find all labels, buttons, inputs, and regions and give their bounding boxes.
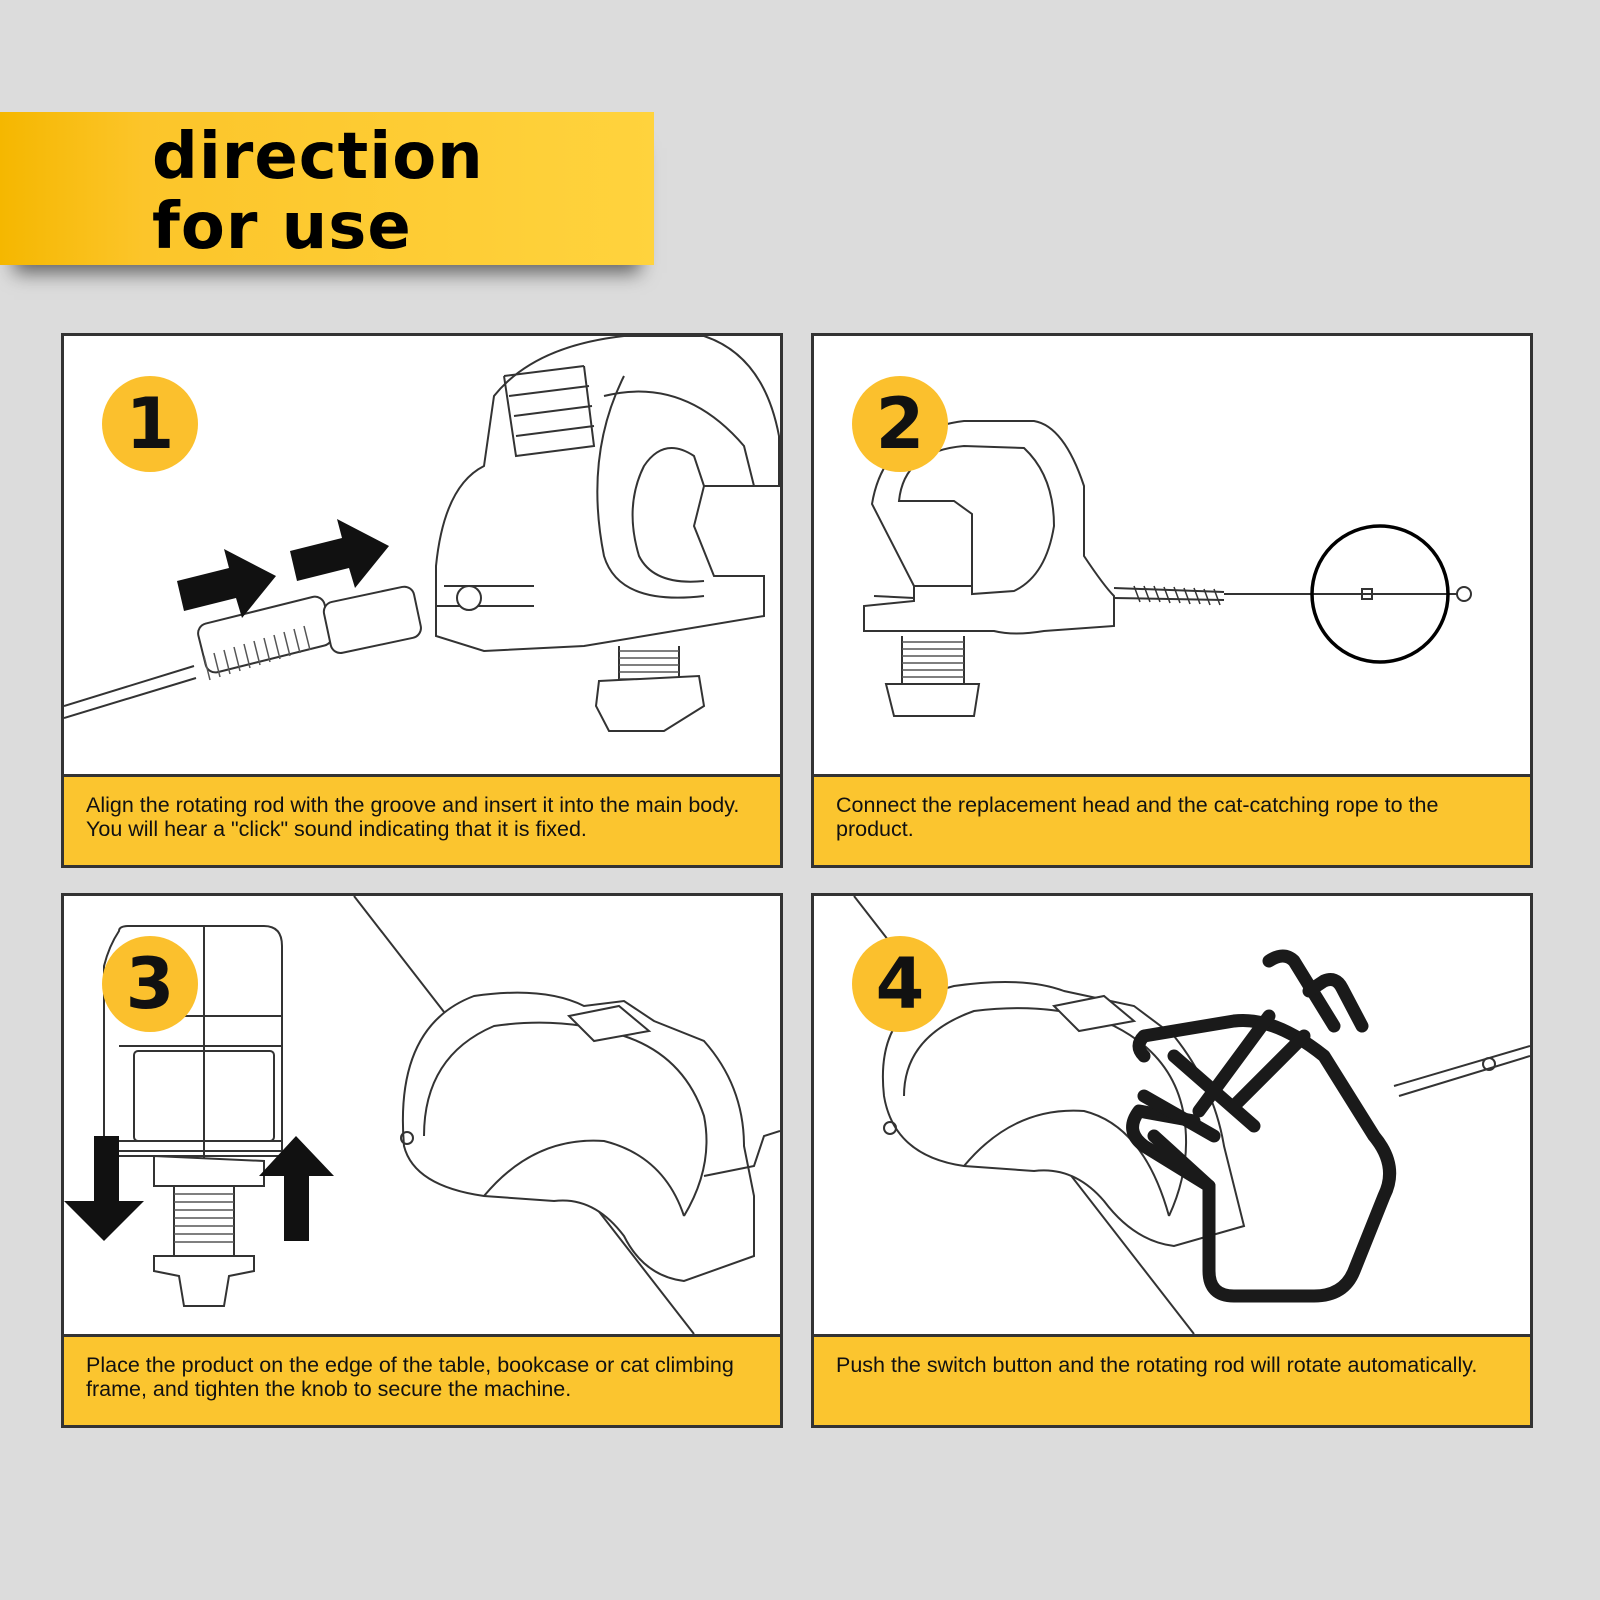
step-panel-3: 3 Place the product on the edge of the t… xyxy=(61,893,783,1428)
step-caption-3: Place the product on the edge of the tab… xyxy=(64,1334,780,1425)
step-badge-1: 1 xyxy=(102,376,198,472)
page-title: direction for use xyxy=(152,122,484,262)
step-badge-3: 3 xyxy=(102,936,198,1032)
step-caption-1: Align the rotating rod with the groove a… xyxy=(64,774,780,865)
step-panel-4: 4 Push the switch button and the rotatin… xyxy=(811,893,1533,1428)
arrow-up-icon xyxy=(259,1136,334,1241)
arrow-right-icon xyxy=(177,549,276,618)
arrow-down-icon xyxy=(64,1136,144,1241)
step-3-illustration xyxy=(64,896,780,1334)
step-panel-1: 1 Align the rotating rod with the groove… xyxy=(61,333,783,868)
title-line-2: for use xyxy=(152,190,412,264)
step-badge-4: 4 xyxy=(852,936,948,1032)
step-caption-2: Connect the replacement head and the cat… xyxy=(814,774,1530,865)
step-caption-4: Push the switch button and the rotating … xyxy=(814,1334,1530,1425)
header-banner: direction for use xyxy=(0,112,654,265)
step-badge-2: 2 xyxy=(852,376,948,472)
step-4-illustration xyxy=(853,896,1530,1334)
step-1-illustration xyxy=(64,336,780,732)
step-panel-2: 2 Connect the replacement head and the c… xyxy=(811,333,1533,868)
title-line-1: direction xyxy=(152,120,484,194)
pointing-hand-icon xyxy=(1126,1009,1397,1303)
